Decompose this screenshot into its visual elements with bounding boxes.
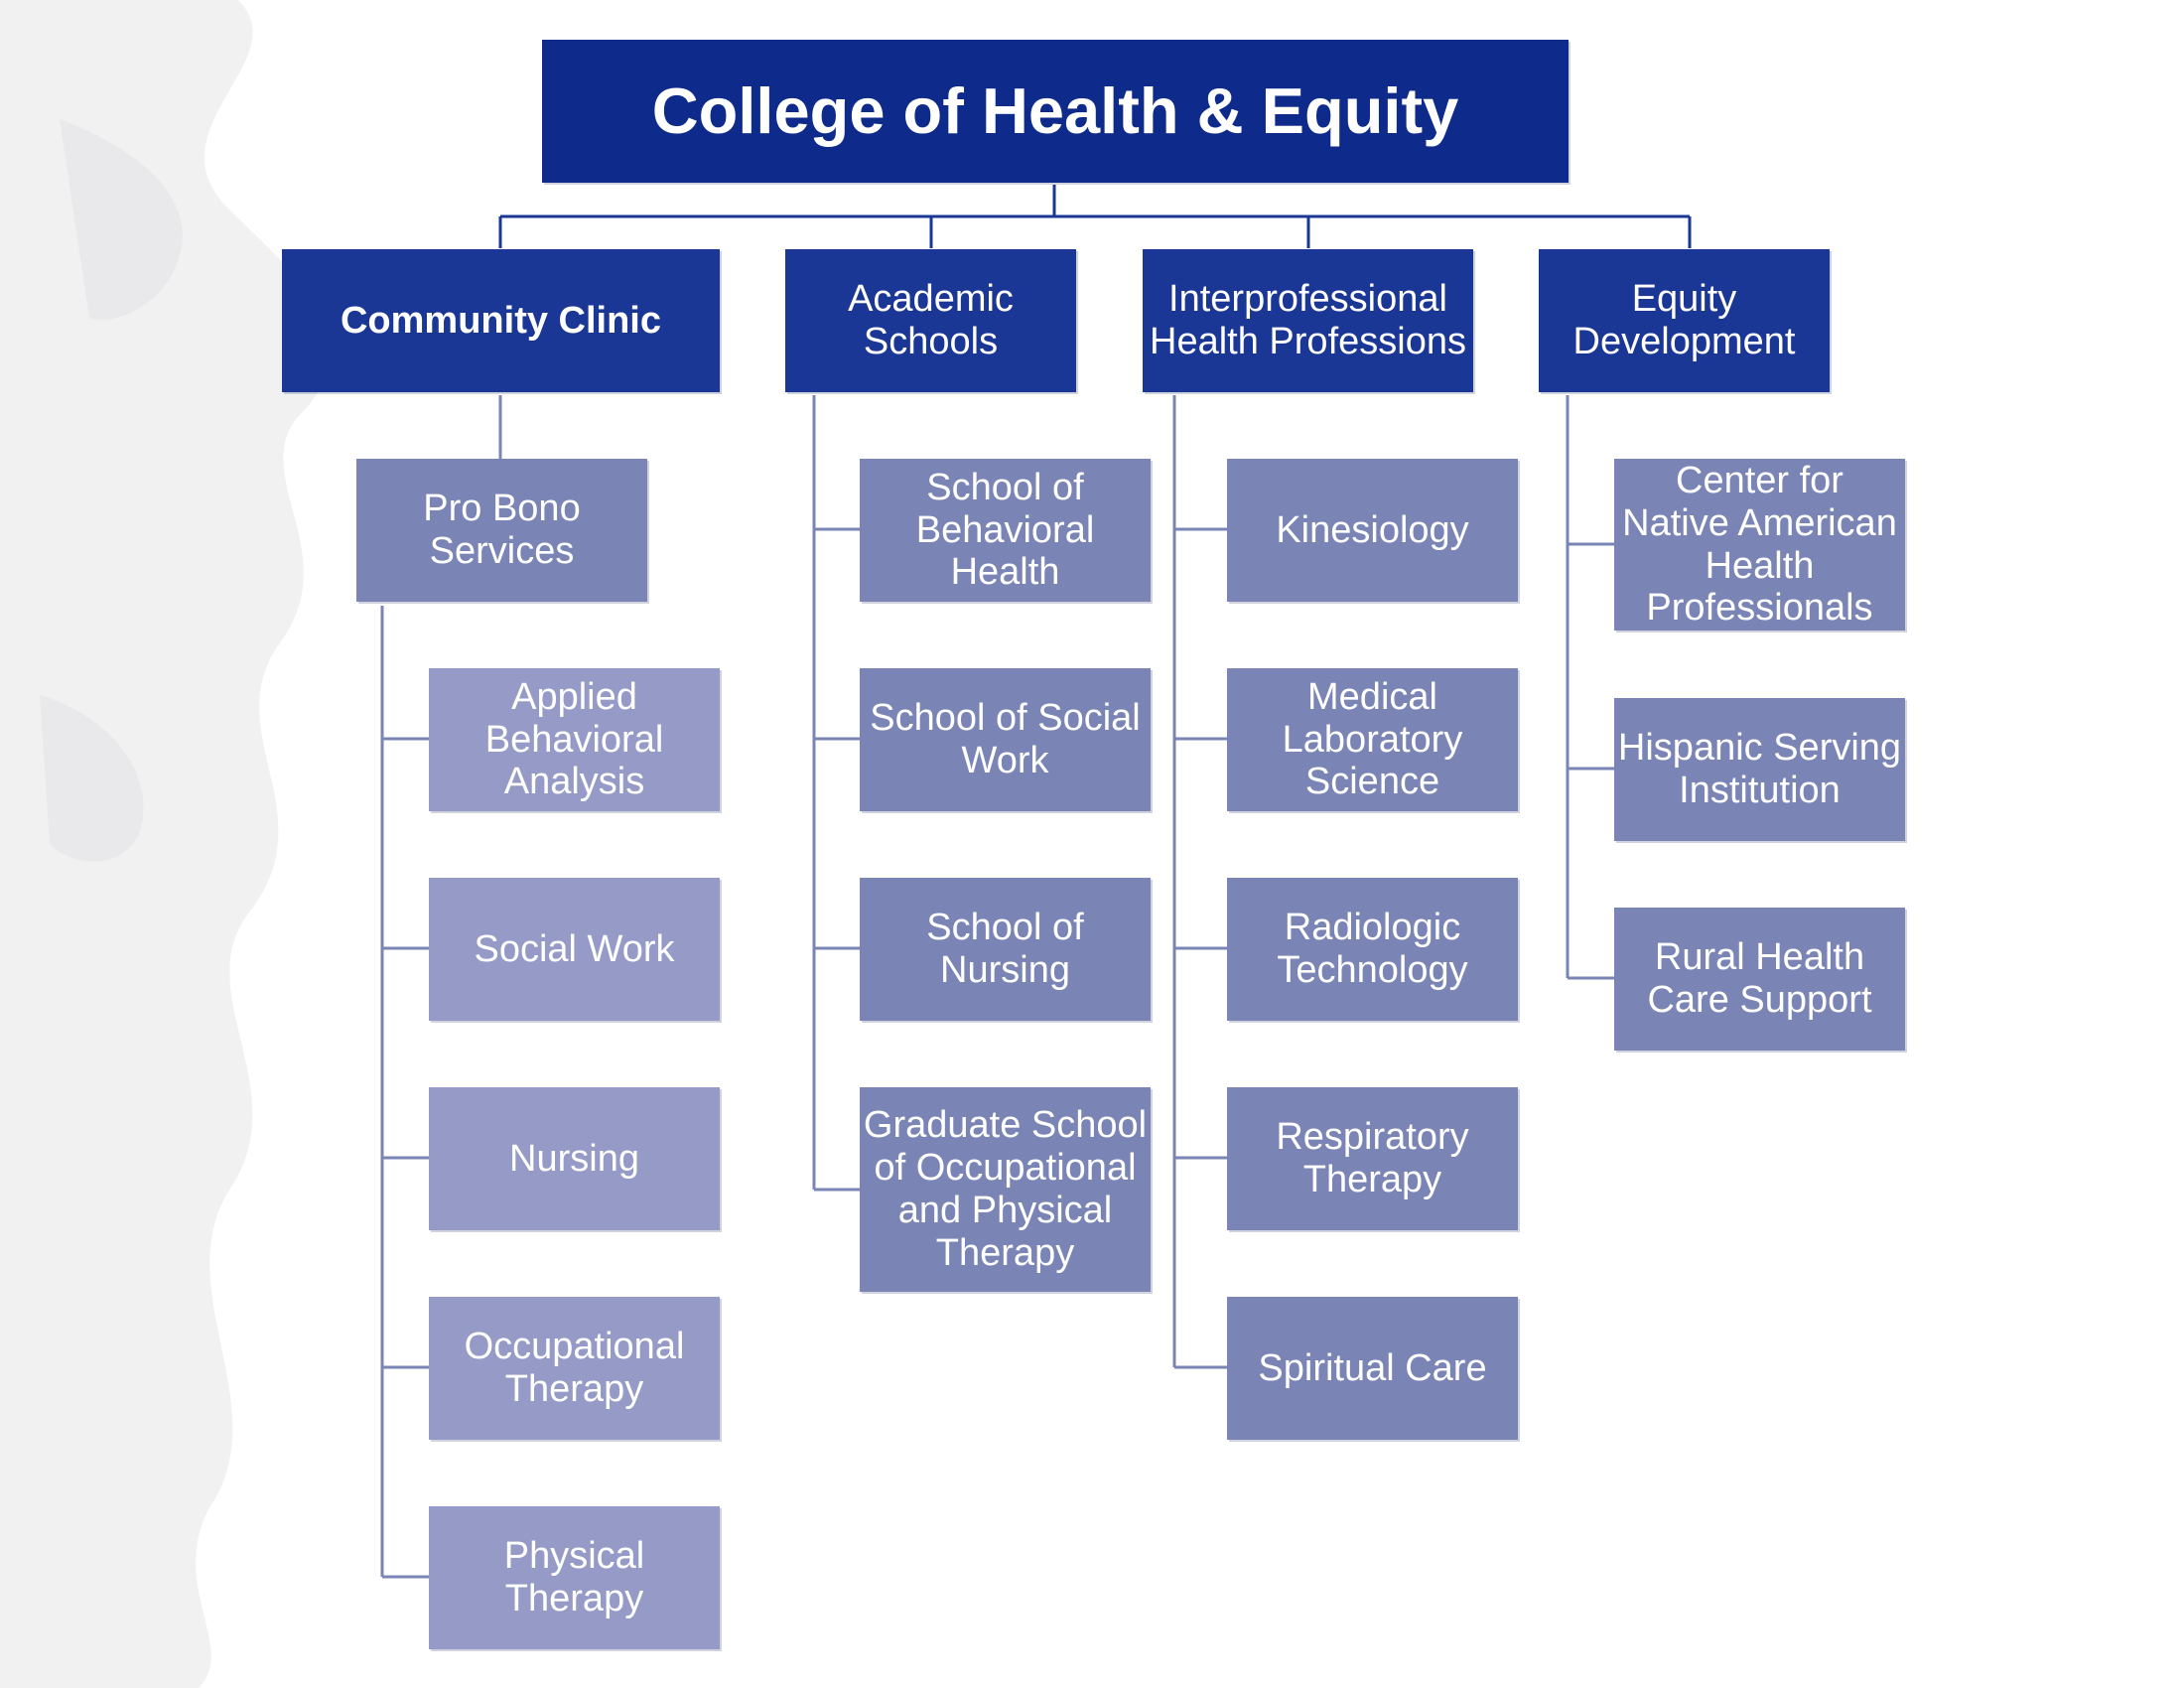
unit-label: Center for Native American Health Profes…	[1622, 459, 1897, 630]
unit-rural-health-care-support: Rural Health Care Support	[1614, 908, 1905, 1051]
program-label: Kinesiology	[1276, 508, 1469, 551]
school-label: School of Behavioral Health	[915, 466, 1095, 594]
program-label: Medical Laboratory Science	[1282, 675, 1463, 803]
background-brush-shape	[0, 0, 332, 1688]
branch-academic-schools: Academic Schools	[785, 249, 1076, 392]
school-behavioral-health: School of Behavioral Health	[860, 459, 1151, 602]
program-label: Nursing	[509, 1137, 639, 1180]
branch-label: Equity Development	[1572, 278, 1796, 362]
program-label: Respiratory Therapy	[1276, 1116, 1469, 1200]
school-label: Graduate School of Occupational and Phys…	[863, 1104, 1148, 1274]
program-label: Occupational Therapy	[464, 1326, 685, 1410]
unit-hispanic-serving-institution: Hispanic Serving Institution	[1614, 698, 1905, 841]
program-social-work: Social Work	[429, 878, 720, 1021]
program-kinesiology: Kinesiology	[1227, 459, 1518, 602]
program-applied-behavioral-analysis: Applied Behavioral Analysis	[429, 668, 720, 811]
branch-label: Interprofessional Health Professions	[1150, 278, 1466, 362]
branch-equity-development: Equity Development	[1539, 249, 1830, 392]
program-nursing: Nursing	[429, 1087, 720, 1230]
background-brush-streak	[40, 119, 183, 862]
program-label: Spiritual Care	[1258, 1346, 1487, 1389]
program-medical-laboratory-science: Medical Laboratory Science	[1227, 668, 1518, 811]
school-label: School of Nursing	[926, 907, 1084, 991]
unit-label: Pro Bono Services	[423, 488, 581, 572]
center-native-american-health-professionals: Center for Native American Health Profes…	[1614, 459, 1905, 631]
unit-label: Hispanic Serving Institution	[1617, 727, 1902, 811]
branch-interprofessional-health-professions: Interprofessional Health Professions	[1143, 249, 1473, 392]
graduate-school-occupational-physical-therapy: Graduate School of Occupational and Phys…	[860, 1087, 1151, 1292]
program-physical-therapy: Physical Therapy	[429, 1506, 720, 1649]
program-label: Physical Therapy	[503, 1535, 645, 1619]
program-radiologic-technology: Radiologic Technology	[1227, 878, 1518, 1021]
school-social-work: School of Social Work	[860, 668, 1151, 811]
school-nursing: School of Nursing	[860, 878, 1151, 1021]
top-level-connectors	[498, 185, 1692, 248]
org-root-box: College of Health & Equity	[542, 40, 1569, 183]
program-label: Applied Behavioral Analysis	[484, 675, 664, 803]
branch-label: Academic Schools	[848, 278, 1014, 362]
unit-label: Rural Health Care Support	[1647, 936, 1872, 1021]
program-label: Radiologic Technology	[1277, 907, 1468, 991]
program-respiratory-therapy: Respiratory Therapy	[1227, 1087, 1518, 1230]
branch-label: Community Clinic	[340, 299, 662, 342]
program-spiritual-care: Spiritual Care	[1227, 1297, 1518, 1440]
branch-community-clinic: Community Clinic	[282, 249, 720, 392]
unit-pro-bono-services: Pro Bono Services	[356, 459, 647, 602]
program-label: Social Work	[474, 927, 675, 970]
org-root-title: College of Health & Equity	[651, 74, 1459, 148]
program-occupational-therapy: Occupational Therapy	[429, 1297, 720, 1440]
child-connectors	[380, 395, 1614, 1579]
school-label: School of Social Work	[870, 697, 1141, 781]
